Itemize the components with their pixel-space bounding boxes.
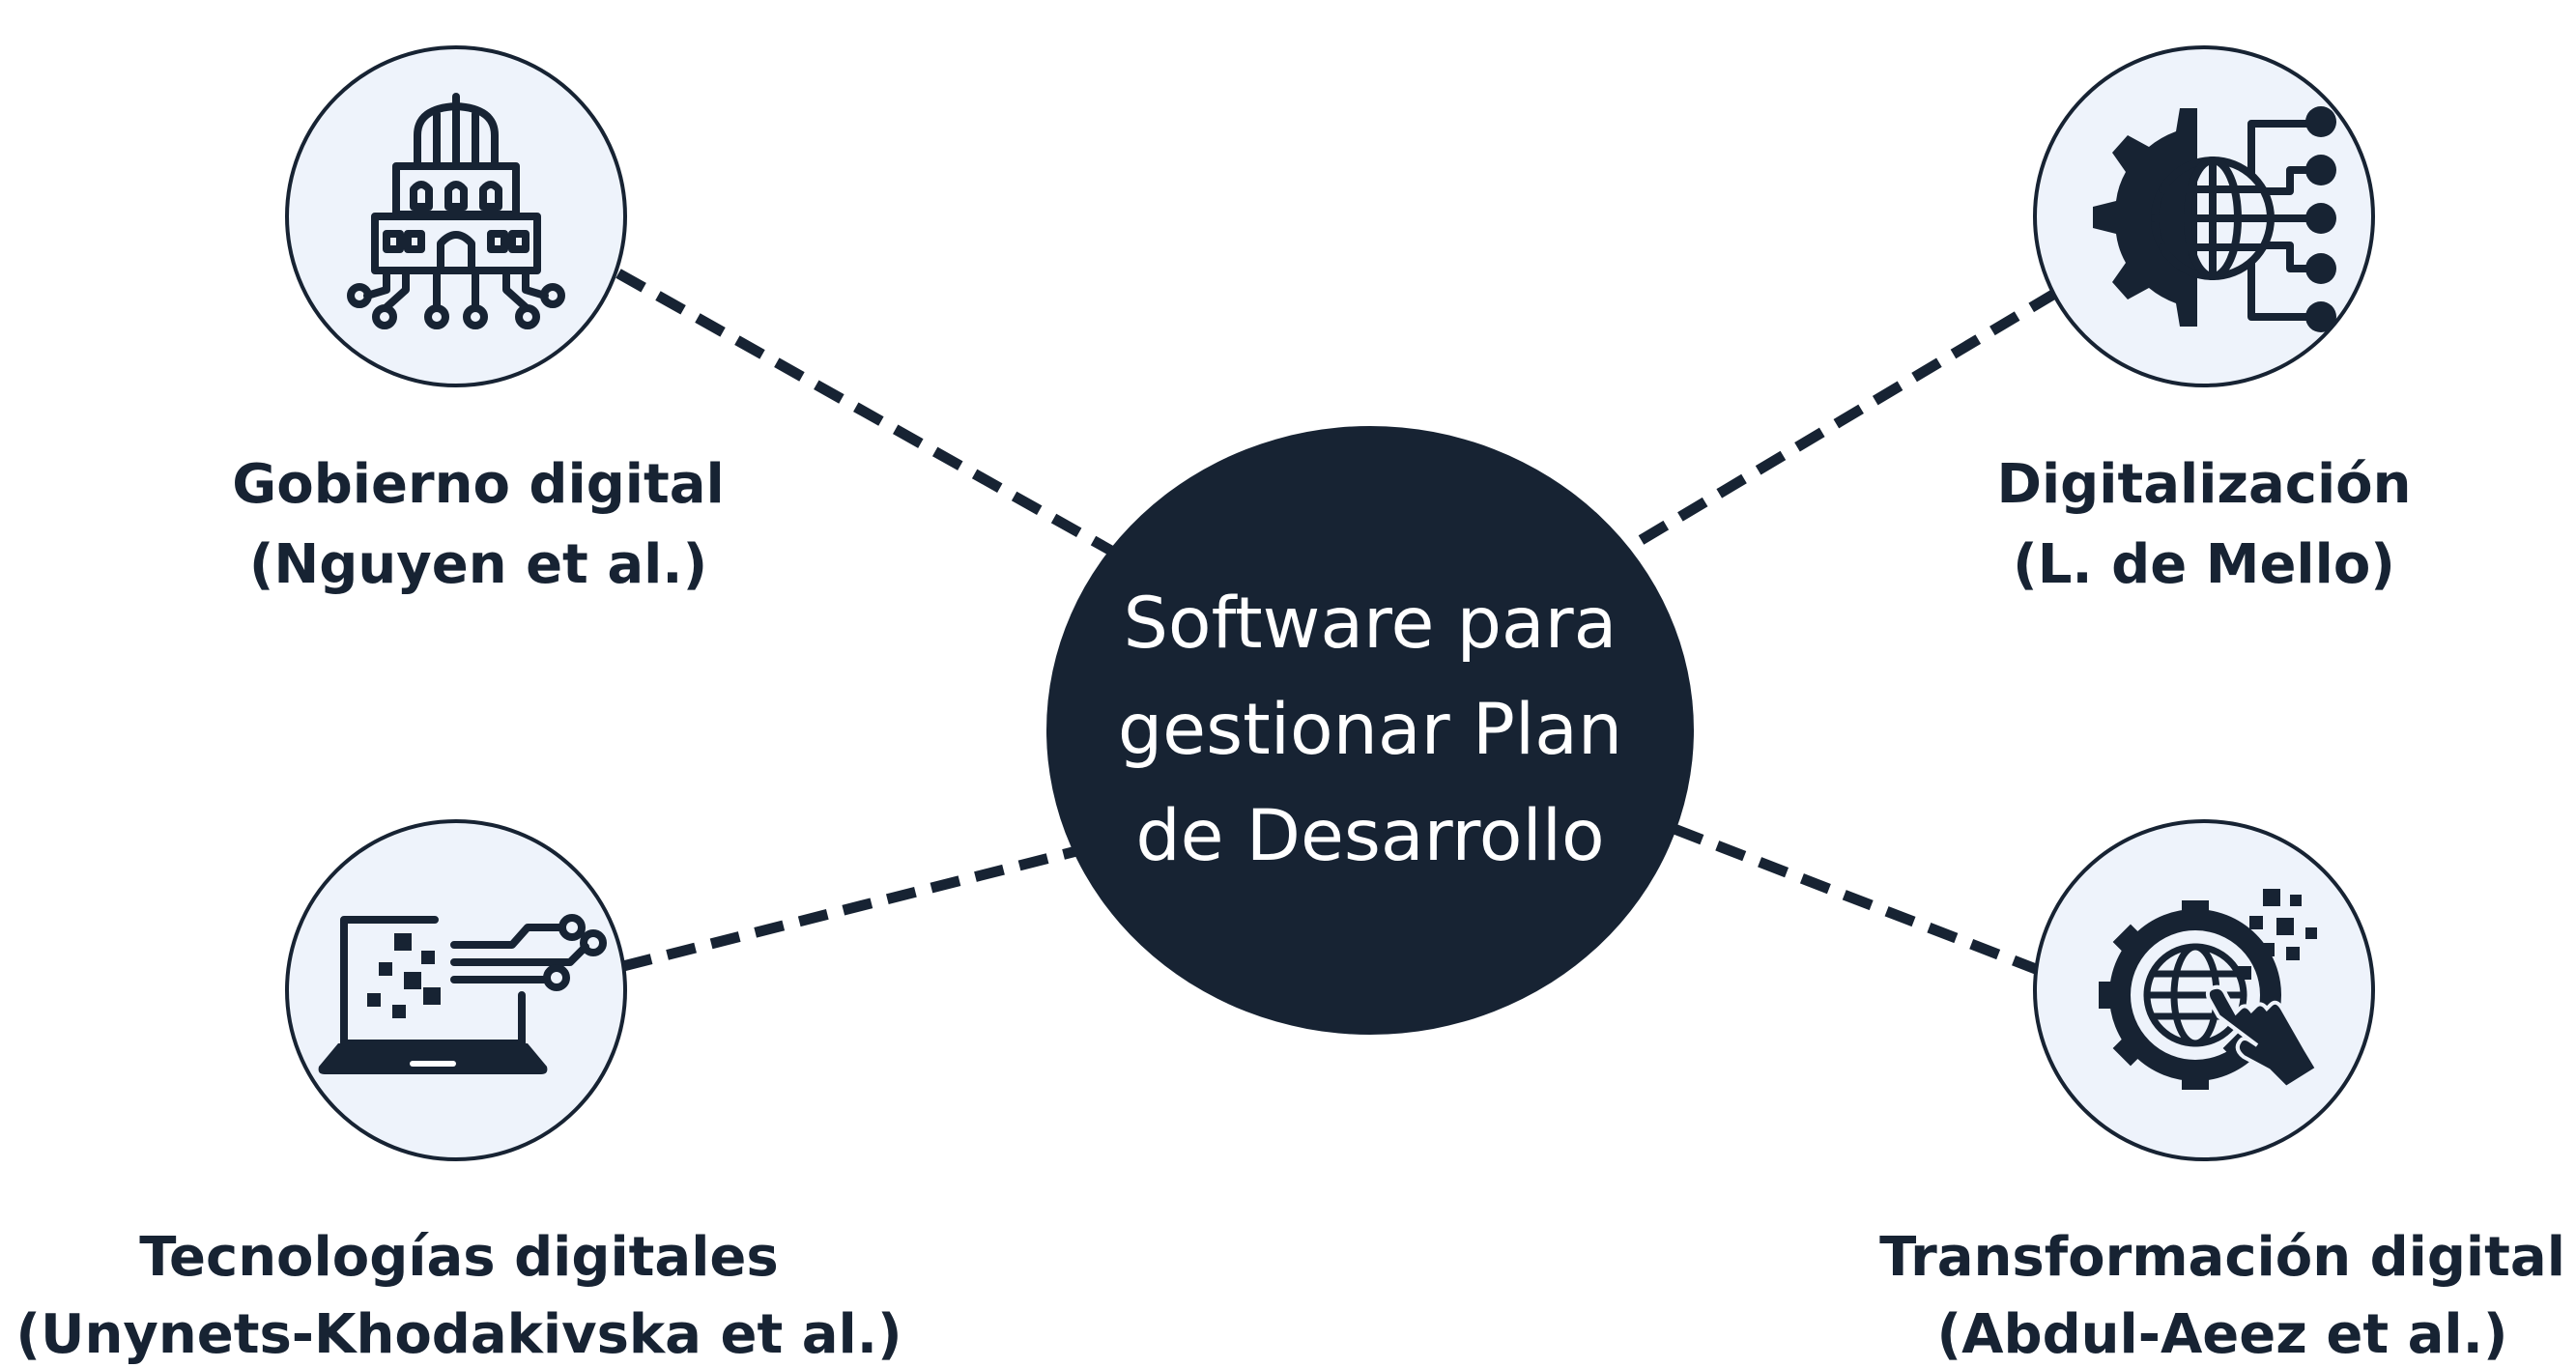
node-title-gobierno: Gobierno digital — [232, 453, 724, 516]
gear-globe-touch-icon — [2099, 889, 2320, 1091]
node-author-gobierno: (Nguyen et al.) — [249, 533, 707, 596]
node-title-transformacion: Transformación digital — [1879, 1226, 2565, 1289]
node-author-tecnologias: (Unynets-Khodakivska et al.) — [15, 1303, 902, 1366]
central-text-line-3: de Desarrollo — [1135, 795, 1604, 877]
central-topic: Software para gestionar Plan de Desarrol… — [1046, 426, 1694, 1035]
central-text-line-1: Software para — [1124, 583, 1617, 665]
node-author-transformacion: (Abdul-Aeez et al.) — [1937, 1303, 2508, 1366]
node-title-tecnologias: Tecnologías digitales — [139, 1226, 778, 1289]
connector-gobierno — [615, 269, 1114, 556]
node-circle-transformacion — [2033, 819, 2375, 1161]
connector-tecnologias — [621, 844, 1082, 972]
laptop-circuit-icon — [318, 914, 607, 1074]
gear-globe-network-icon — [2093, 106, 2336, 332]
node-circle-tecnologias — [285, 819, 627, 1161]
central-text-line-2: gestionar Plan — [1118, 689, 1622, 771]
connector-digitalizacion — [1620, 288, 2059, 556]
connectors — [615, 269, 2059, 977]
node-author-digitalizacion: (L. de Mello) — [2013, 533, 2395, 596]
node-title-digitalizacion: Digitalización — [1996, 453, 2411, 516]
node-tecnologias-digitales: Tecnologías digitales (Unynets-Khodakivs… — [15, 819, 902, 1366]
node-transformacion-digital: Transformación digital (Abdul-Aeez et al… — [1879, 819, 2565, 1366]
node-gobierno-digital: Gobierno digital (Nguyen et al.) — [232, 45, 725, 596]
node-digitalizacion: Digitalización (L. de Mello) — [1996, 45, 2412, 596]
connector-transformacion — [1665, 820, 2043, 977]
digital-government-building-icon — [347, 93, 565, 329]
central-ellipse — [1046, 426, 1694, 1035]
